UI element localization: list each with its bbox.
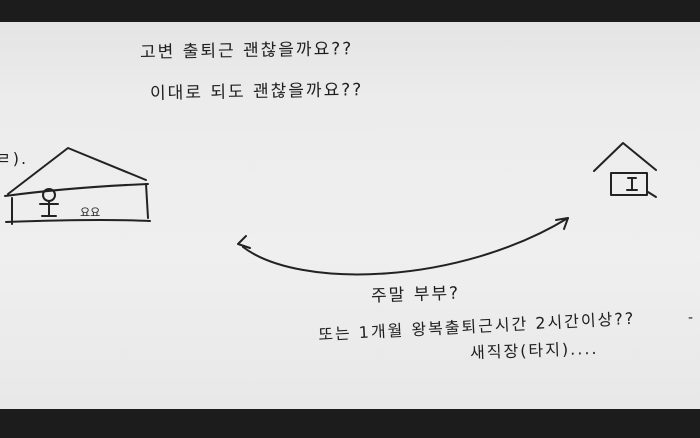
arrow-head-right [555, 217, 569, 230]
right-house-tick [647, 191, 657, 198]
right-house-sketch [593, 142, 657, 198]
left-house-roof [7, 147, 147, 195]
sketch-drawing: 요요 [4, 142, 657, 276]
question-line-2: 이대로 되도 괜찮을까요?? [149, 80, 364, 104]
left-house-label: 요요 [80, 206, 100, 219]
right-house-roof [593, 142, 657, 172]
right-edge-mark: - [688, 310, 696, 326]
left-edge-text: ㄹ). [0, 149, 29, 168]
commute-arrow [237, 217, 569, 276]
video-letterbox-top [0, 0, 700, 22]
question-line-1: 고변 출퇴근 괜찮을까요?? [139, 39, 354, 63]
right-house-person [626, 177, 638, 191]
right-house-body [610, 172, 648, 196]
whiteboard-paper: 요요 고변 출퇴근 괜찮을까요?? 이대로 되도 괜찮을까요?? ㄹ). 주말 … [0, 22, 700, 409]
left-house-sketch: 요요 [4, 147, 151, 225]
arrow-curve [242, 217, 569, 276]
new-job-text: 새직장(타지).... [469, 338, 599, 363]
arrow-head-left [237, 235, 251, 249]
left-house-wall-top [4, 183, 149, 197]
left-house-wall-right [145, 183, 149, 219]
weekend-couple-text: 주말 부부? [370, 283, 461, 307]
left-house-floor [5, 218, 151, 223]
left-house-person-body [39, 200, 59, 217]
video-letterbox-bottom [0, 409, 700, 438]
